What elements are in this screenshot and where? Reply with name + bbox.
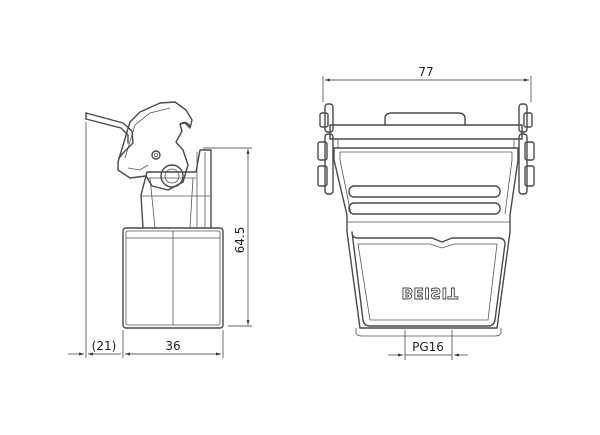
front-view: BEISIT 77 PG16 [317,65,535,360]
width-dimension: (21) 36 [68,122,224,358]
offset-dimension-label: (21) [92,339,117,353]
grip-slots [348,185,501,215]
mounting-flange [329,112,523,148]
side-view: 64.5 (21) 36 [68,101,252,358]
front-width-label: 77 [418,65,433,79]
left-screws [317,103,334,195]
front-width-dimension: 77 [322,65,532,102]
height-dimension-label: 64.5 [233,227,247,254]
hood-body [333,147,519,337]
latch-wire [85,112,134,159]
side-housing-body [122,227,224,329]
width-dimension-label: 36 [165,339,180,353]
label-plate [351,231,506,327]
locking-lever [117,101,193,191]
right-screws [518,103,535,195]
brand-logo: BEISIT [402,284,459,302]
thread-label: PG16 [412,340,444,354]
height-dimension: 64.5 [203,147,252,327]
side-housing-neck [140,149,212,229]
thread-dimension: PG16 [388,330,468,360]
